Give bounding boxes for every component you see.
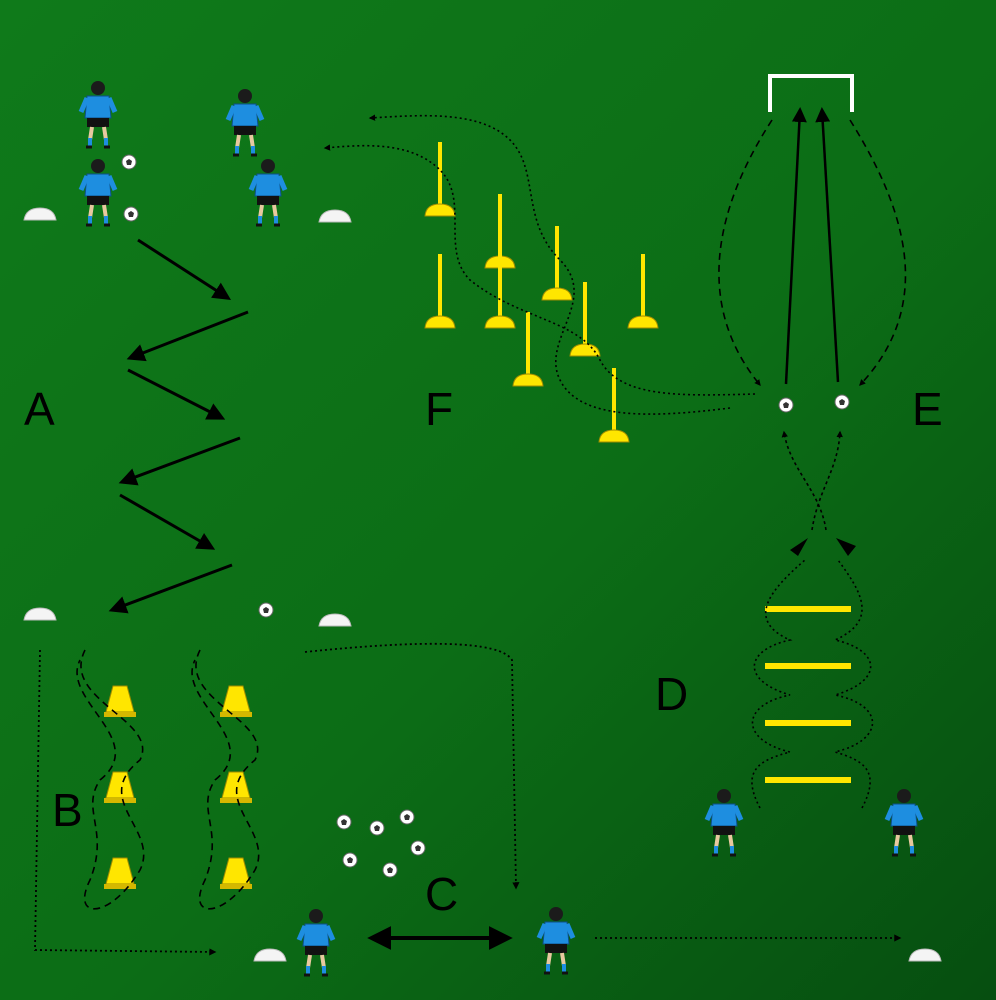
station-label-e: E: [912, 383, 943, 435]
soccer-ball-icon: [123, 206, 139, 222]
soccer-ball-icon: [336, 814, 352, 830]
ladder-rung-icon: [765, 720, 851, 726]
soccer-ball-icon: [369, 820, 385, 836]
soccer-ball-icon: [258, 602, 274, 618]
soccer-ball-icon: [410, 840, 426, 856]
shot-arrows: [784, 107, 840, 385]
soccer-ball-icon: [834, 394, 850, 410]
station-b-drill: B: [23, 602, 352, 956]
station-d-drill: D: [655, 538, 921, 855]
soccer-ball-icon: [778, 397, 794, 413]
goal-icon: [768, 74, 854, 112]
station-c-drill: C: [253, 642, 942, 975]
soccer-ball-icon: [342, 852, 358, 868]
zigzag-arrows: [108, 238, 249, 614]
run-path: [304, 642, 520, 890]
station-label-b: B: [52, 784, 83, 836]
soccer-ball-icon: [399, 809, 415, 825]
slalom-paths: [323, 114, 756, 415]
soccer-ball-icon: [382, 862, 398, 878]
ladder-rung-icon: [765, 777, 851, 783]
ladder-footwork-paths: [751, 559, 874, 809]
station-label-d: D: [655, 668, 688, 720]
ladder-rung-icon: [765, 663, 851, 669]
ladder-rung-icon: [765, 606, 851, 612]
ladder-exit-arrows: [790, 538, 856, 556]
crossing-runs: [781, 430, 843, 531]
return-path: [34, 649, 217, 956]
station-label-a: A: [24, 383, 55, 435]
station-a-drill: A: [23, 81, 352, 614]
station-label-f: F: [425, 383, 453, 435]
station-label-c: C: [425, 868, 458, 920]
station-e-drill: E: [718, 74, 943, 531]
weave-paths: [76, 649, 260, 910]
curved-runs: [718, 119, 907, 386]
station-f-drill: F: [323, 114, 756, 443]
soccer-ball-icon: [121, 154, 137, 170]
